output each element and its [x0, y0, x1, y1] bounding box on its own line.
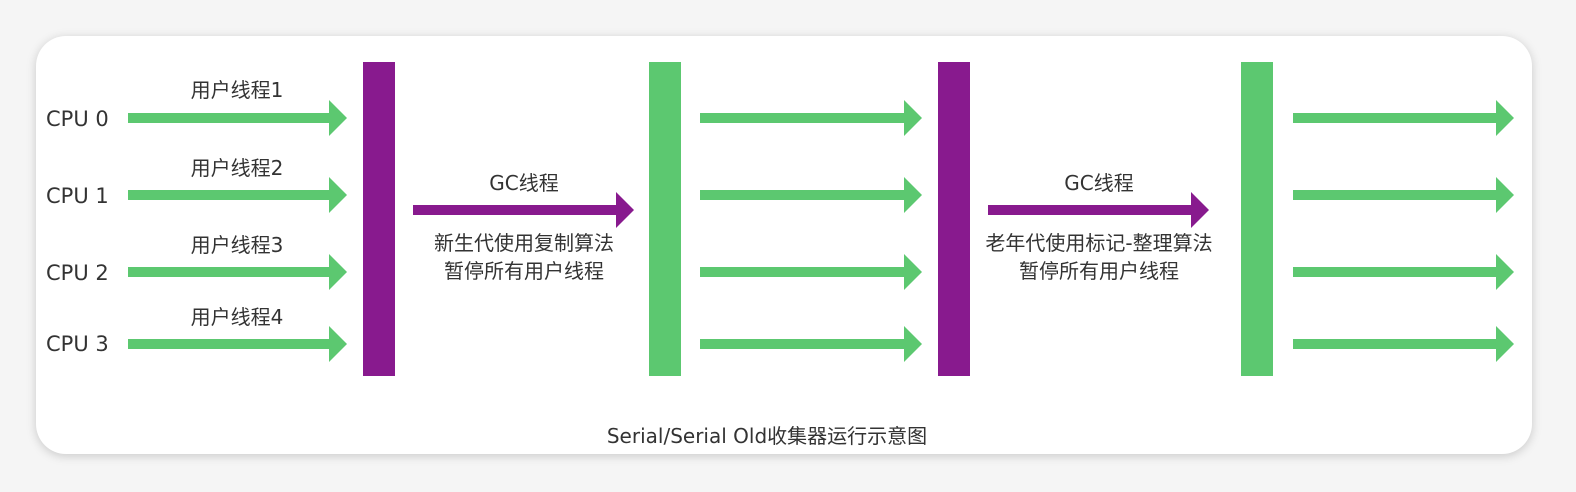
user-thread-arrow-4: [128, 326, 347, 362]
user-thread-label-1: 用户线程1: [191, 78, 284, 102]
young-gc-description-line1: 新生代使用复制算法: [434, 231, 614, 255]
old-gc-arrow: [988, 192, 1209, 228]
old-gc-thread-label: GC线程: [1064, 171, 1133, 195]
young-gc-description-line2: 暂停所有用户线程: [444, 259, 604, 283]
diagram-caption: Serial/Serial Old收集器运行示意图: [607, 424, 927, 448]
user-thread-arrow-8: [700, 326, 922, 362]
young-gc-arrow: [413, 192, 634, 228]
safepoint-bar-2: [938, 62, 970, 376]
user-thread-arrow-10: [1293, 177, 1514, 213]
sync-bar-1: [649, 62, 681, 376]
cpu-label-0: CPU 0: [46, 107, 109, 131]
safepoint-bar-1: [363, 62, 395, 376]
user-thread-arrow-6: [700, 177, 922, 213]
user-thread-label-4: 用户线程4: [191, 305, 284, 329]
young-gc-thread-label: GC线程: [489, 171, 558, 195]
diagram-canvas: CPU 0 CPU 1 CPU 2 CPU 3 用户线程1 用户线程2 用户线程…: [46, 62, 1514, 448]
old-gc-description-line2: 暂停所有用户线程: [1019, 259, 1179, 283]
cpu-label-2: CPU 2: [46, 261, 109, 285]
cpu-label-3: CPU 3: [46, 332, 109, 356]
user-thread-label-3: 用户线程3: [191, 233, 284, 257]
user-thread-arrow-9: [1293, 100, 1514, 136]
cpu-label-1: CPU 1: [46, 184, 109, 208]
user-thread-arrow-2: [128, 177, 347, 213]
user-thread-arrow-5: [700, 100, 922, 136]
old-gc-description-line1: 老年代使用标记-整理算法: [985, 231, 1212, 255]
sync-bar-2: [1241, 62, 1273, 376]
user-thread-arrow-1: [128, 100, 347, 136]
user-thread-arrow-12: [1293, 326, 1514, 362]
user-thread-arrow-11: [1293, 254, 1514, 290]
user-thread-arrow-7: [700, 254, 922, 290]
user-thread-label-2: 用户线程2: [191, 156, 284, 180]
diagram-card: CPU 0 CPU 1 CPU 2 CPU 3 用户线程1 用户线程2 用户线程…: [36, 36, 1532, 454]
user-thread-arrow-3: [128, 254, 347, 290]
